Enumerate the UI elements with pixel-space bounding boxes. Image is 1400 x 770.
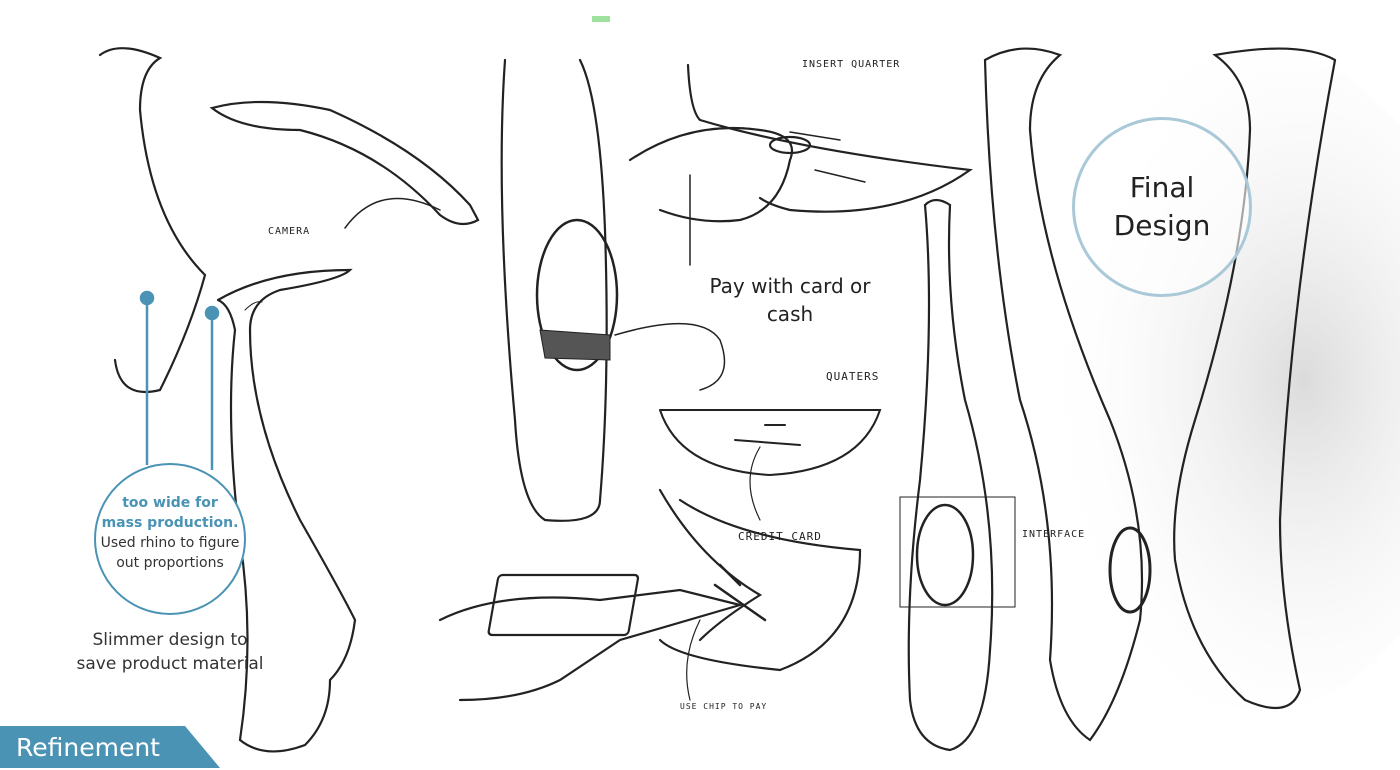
label-interface: INTERFACE [1022, 529, 1086, 540]
label-insert-quarter: INSERT QUARTER [802, 59, 901, 70]
final-line-1: Final [1129, 171, 1195, 204]
note-bold-1: too wide for [122, 495, 218, 511]
slimmer-caption: Slimmer design to save product material [60, 628, 280, 676]
pay-line-1: Pay with card or [709, 274, 871, 298]
label-quaters: QUATERS [826, 370, 880, 383]
pay-caption: Pay with card or cash [690, 272, 890, 328]
note-bold-2: mass production. [101, 515, 239, 531]
annotation-circle: too wide for mass production. Used rhino… [94, 463, 246, 615]
final-line-2: Design [1113, 209, 1211, 242]
label-camera: CAMERA [268, 226, 311, 237]
pay-line-2: cash [766, 302, 814, 326]
marker [592, 16, 610, 22]
note-regular-2: out proportions [116, 555, 224, 571]
note-regular-1: Used rhino to figure [100, 535, 240, 551]
slimmer-line-1: Slimmer design to [92, 630, 248, 650]
final-design-badge: Final Design [1072, 117, 1252, 297]
label-use-chip: USE CHIP TO PAY [680, 702, 768, 711]
label-credit-card: CREDIT CARD [738, 530, 822, 543]
slimmer-line-2: save product material [76, 654, 264, 674]
refinement-banner: Refinement [0, 726, 220, 768]
